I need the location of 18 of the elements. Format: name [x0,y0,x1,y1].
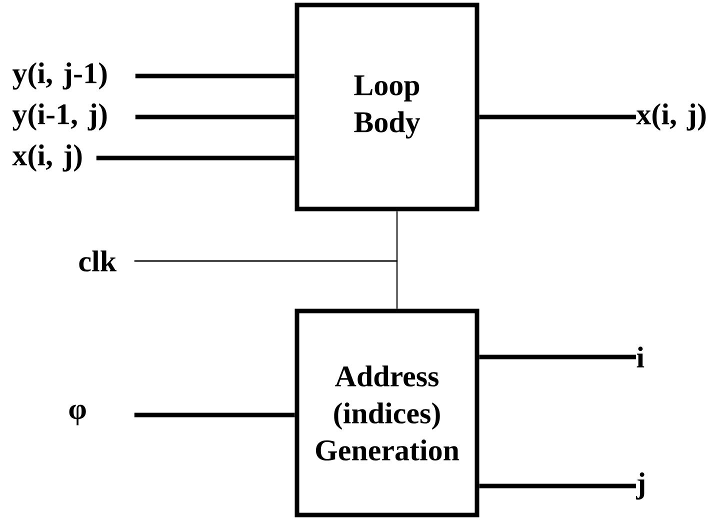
signal-label: y(i, j-1) [12,62,107,90]
signal-line [134,260,398,309]
signal-label: clk [79,250,116,272]
signal-line [479,484,636,488]
block-box: Address (indices) Generation [294,308,480,518]
signal-line [135,74,295,78]
signal-label: j [636,472,644,500]
block-box: Loop Body [294,2,480,212]
signal-label: x(i, j) [12,144,82,172]
signal-label: x(i, j) [636,103,706,131]
signal-label: i [636,346,644,368]
signal-line [135,114,295,120]
signal-line [134,412,295,418]
signal-label: φ [69,404,86,426]
signal-line [479,354,636,360]
signal-line [479,114,636,120]
signal-label: y(i-1, j) [12,103,107,131]
signal-line [96,156,295,160]
